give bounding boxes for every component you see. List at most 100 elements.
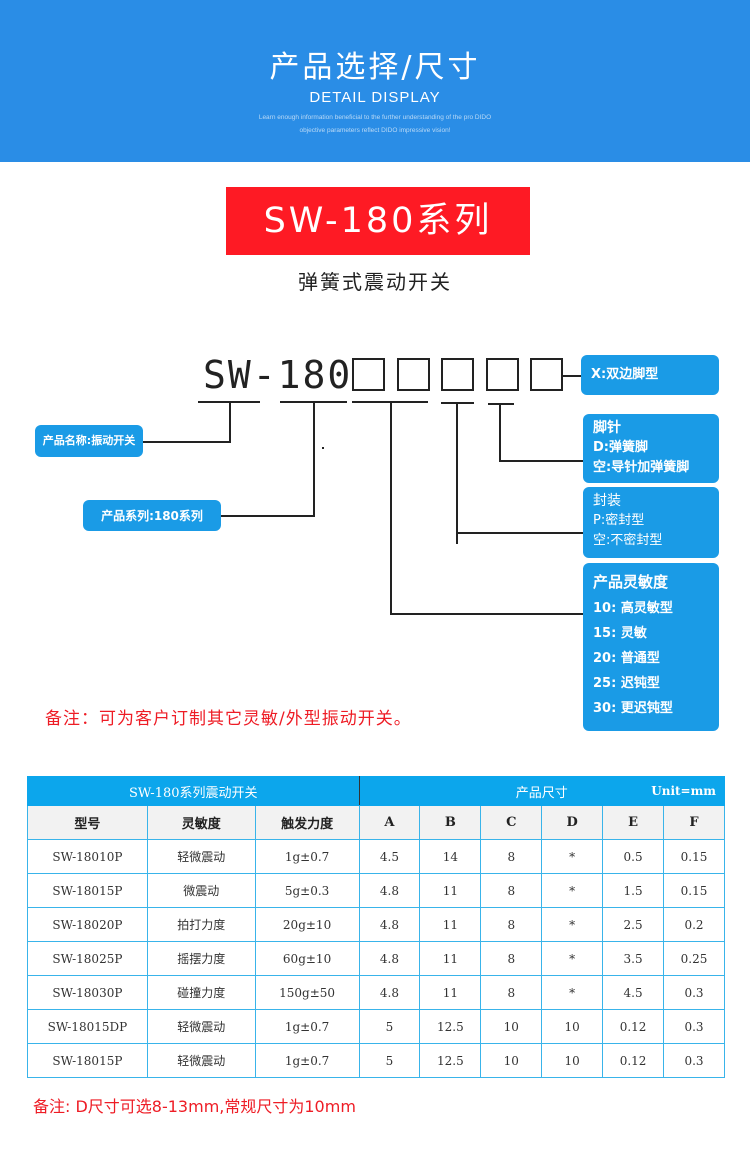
custom-order-note: 备注：可为客户订制其它灵敏/外型振动开关。 [45, 709, 412, 729]
cell-model: SW-18015DP [27, 1009, 148, 1044]
dot-mark [322, 447, 324, 449]
tag-row: 30: 更迟钝型 [593, 701, 673, 716]
cell-b: 12.5 [419, 1009, 482, 1044]
cell-b: 11 [419, 975, 482, 1010]
cell-c: 10 [480, 1043, 543, 1078]
cell-e: 2.5 [602, 907, 665, 942]
cell-b: 12.5 [419, 1043, 482, 1078]
cell-d: * [541, 975, 604, 1010]
connector-line [221, 515, 315, 517]
tag-row: P:密封型 [593, 513, 645, 528]
column-header: 触发力度 [254, 805, 360, 840]
tag-row: 10: 高灵敏型 [593, 601, 673, 616]
code-slot-3 [441, 358, 474, 391]
tag-package: 封装 P:密封型 空:不密封型 [583, 487, 719, 558]
cell-trigger-force: 20g±10 [254, 907, 360, 942]
column-header: B [419, 805, 482, 840]
cell-c: 10 [480, 1009, 543, 1044]
cell-model: SW-18020P [27, 907, 148, 942]
header-banner: 产品选择/尺寸 DETAIL DISPLAY Learn enough info… [0, 0, 750, 162]
unit-label: Unit=mm [651, 784, 716, 798]
cell-sensitivity: 碰撞力度 [146, 975, 256, 1010]
cell-d: * [541, 873, 604, 908]
group-header-series: SW-180系列震动开关 [27, 776, 360, 806]
cell-sensitivity: 摇摆力度 [146, 941, 256, 976]
cell-a: 4.8 [358, 907, 421, 942]
model-code-prefix: SW-180 [203, 353, 353, 397]
series-badge: SW-180系列 [226, 187, 530, 255]
tag-double-side-pin: X:双边脚型 [581, 355, 719, 395]
table-row: SW-18030P 碰撞力度 150g±50 4.8 11 8 * 4.5 0.… [27, 975, 725, 1010]
cell-c: 8 [480, 975, 543, 1010]
spec-table: SW-180系列震动开关 产品尺寸 Unit=mm 型号 灵敏度 触发力度 A … [27, 776, 726, 1078]
cell-d: 10 [541, 1009, 604, 1044]
connector-line [143, 441, 231, 443]
cell-e: 3.5 [602, 941, 665, 976]
cell-trigger-force: 1g±0.7 [254, 839, 360, 874]
cell-e: 0.12 [602, 1009, 665, 1044]
connector-line [499, 403, 501, 461]
code-slot-2 [397, 358, 430, 391]
table-column-header: 型号 灵敏度 触发力度 A B C D E F [27, 805, 725, 840]
cell-sensitivity: 轻微震动 [146, 839, 256, 874]
cell-f: 0.3 [663, 1009, 725, 1044]
header-description-line-1: Learn enough information beneficial to t… [258, 114, 492, 121]
underline-pin [488, 403, 514, 405]
tag-product-name: 产品名称:振动开关 [35, 425, 143, 457]
column-header: 型号 [27, 805, 148, 840]
code-slot-4 [486, 358, 519, 391]
cell-a: 4.8 [358, 975, 421, 1010]
cell-model: SW-18010P [27, 839, 148, 874]
cell-d: 10 [541, 1043, 604, 1078]
cell-d: * [541, 839, 604, 874]
cell-e: 1.5 [602, 873, 665, 908]
column-header: C [480, 805, 543, 840]
cell-c: 8 [480, 873, 543, 908]
connector-line [456, 532, 583, 534]
cell-a: 4.8 [358, 941, 421, 976]
tag-row: 15: 灵敏 [593, 626, 647, 641]
table-row: SW-18010P 轻微震动 1g±0.7 4.5 14 8 * 0.5 0.1… [27, 839, 725, 874]
cell-model: SW-18015P [27, 873, 148, 908]
connector-line [456, 402, 458, 544]
cell-model: SW-18015P [27, 1043, 148, 1078]
code-slot-1 [352, 358, 385, 391]
column-header: F [663, 805, 725, 840]
tag-heading: 封装 [593, 493, 621, 509]
cell-trigger-force: 60g±10 [254, 941, 360, 976]
cell-b: 11 [419, 907, 482, 942]
table-row: SW-18015P 微震动 5g±0.3 4.8 11 8 * 1.5 0.15 [27, 873, 725, 908]
connector-line [563, 375, 582, 377]
tag-product-series: 产品系列:180系列 [83, 500, 221, 531]
cell-trigger-force: 150g±50 [254, 975, 360, 1010]
cell-a: 4.8 [358, 873, 421, 908]
connector-line [390, 401, 392, 615]
connector-line [390, 613, 583, 615]
cell-trigger-force: 5g±0.3 [254, 873, 360, 908]
tag-row: 空:不密封型 [593, 533, 663, 548]
cell-f: 0.2 [663, 907, 725, 942]
cell-c: 8 [480, 941, 543, 976]
cell-model: SW-18025P [27, 941, 148, 976]
tag-row: 空:导针加弹簧脚 [593, 460, 690, 475]
column-header: D [541, 805, 604, 840]
page-subtitle: DETAIL DISPLAY [309, 89, 441, 106]
dimensions-label: 产品尺寸 [515, 785, 568, 801]
cell-sensitivity: 轻微震动 [146, 1043, 256, 1078]
table-row: SW-18020P 拍打力度 20g±10 4.8 11 8 * 2.5 0.2 [27, 907, 725, 942]
cell-f: 0.15 [663, 873, 725, 908]
cell-trigger-force: 1g±0.7 [254, 1009, 360, 1044]
tag-row: 25: 迟钝型 [593, 676, 660, 691]
cell-d: * [541, 941, 604, 976]
dimension-footnote: 备注: D尺寸可选8-13mm,常规尺寸为10mm [33, 1097, 356, 1116]
table-row: SW-18025P 摇摆力度 60g±10 4.8 11 8 * 3.5 0.2… [27, 941, 725, 976]
cell-a: 5 [358, 1043, 421, 1078]
table-group-header: SW-180系列震动开关 产品尺寸 Unit=mm [27, 776, 726, 806]
cell-e: 4.5 [602, 975, 665, 1010]
cell-sensitivity: 轻微震动 [146, 1009, 256, 1044]
cell-e: 0.12 [602, 1043, 665, 1078]
cell-a: 4.5 [358, 839, 421, 874]
cell-a: 5 [358, 1009, 421, 1044]
connector-line [499, 460, 583, 462]
column-header: 灵敏度 [146, 805, 256, 840]
